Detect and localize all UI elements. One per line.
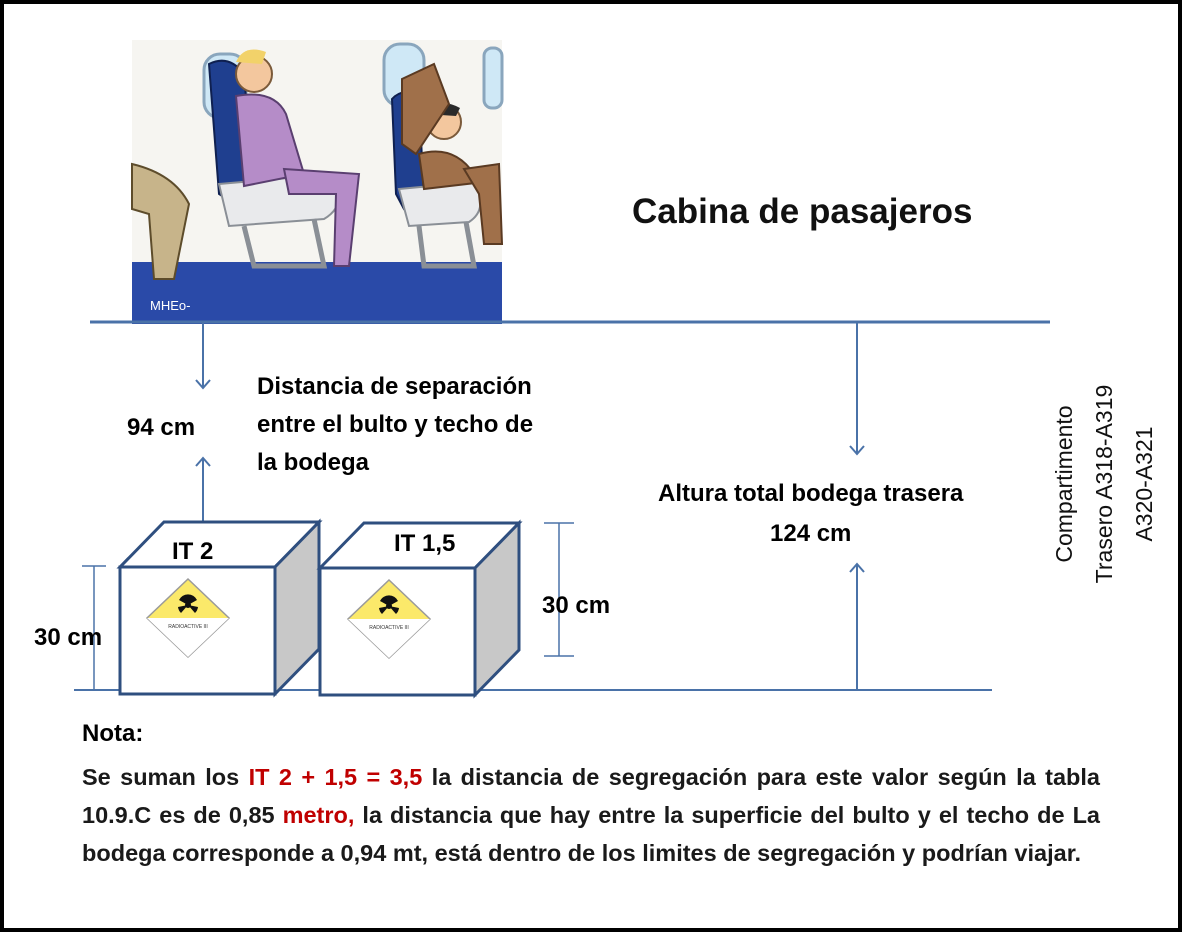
note-highlight: metro, — [282, 802, 355, 828]
passenger-body — [234, 93, 306, 188]
distance-label-line: la bodega — [257, 449, 370, 476]
distance-label-line: Distancia de separación — [257, 373, 532, 400]
compartment-line: A320-A321 — [1131, 426, 1157, 542]
seat-legs — [241, 218, 328, 269]
passenger-legs — [462, 162, 504, 245]
placard-text: RADIOACTIVE III — [168, 624, 207, 630]
compartment-text: Compartimento Trasero A318-A319 A320-A32… — [1044, 344, 1174, 624]
note-highlight: IT 2 + 1,5 = 3,5 — [248, 764, 423, 790]
package-it15: RADIOACTIVE III — [316, 519, 523, 699]
distance-arrows — [195, 322, 211, 528]
seat-legs — [416, 221, 477, 269]
total-height-value: 124 cm — [770, 520, 852, 547]
total-height-arrows — [849, 322, 865, 690]
package-label-it15: IT 1,5 — [394, 530, 456, 557]
distance-label: Distancia de separación entre el bulto y… — [257, 368, 533, 482]
total-height-label: Altura total bodega trasera 124 cm — [658, 474, 963, 554]
passenger-legs — [282, 167, 361, 267]
height-marker-right — [544, 522, 574, 657]
compartment-line: Trasero A318-A319 — [1091, 384, 1117, 584]
package-height-right: 30 cm — [542, 592, 611, 619]
passenger-hair — [236, 49, 266, 64]
note-text: la distancia que hay entre la superficie… — [82, 802, 1100, 866]
package-label-it2: IT 2 — [172, 538, 214, 565]
seat-cushion — [397, 180, 482, 228]
distance-value: 94 cm — [127, 414, 196, 441]
note-text: Se suman los — [82, 764, 249, 790]
cartoon-signature: MHEo- — [150, 298, 190, 313]
radioactive-placard-icon: RADIOACTIVE III — [145, 577, 231, 659]
radioactive-placard-icon: RADIOACTIVE III — [346, 578, 432, 660]
compartment-label: Compartimento Trasero A318-A319 A320-A32… — [1044, 344, 1174, 624]
window-icon — [482, 46, 504, 110]
package-it2: RADIOACTIVE III — [116, 518, 323, 698]
total-height-text: Altura total bodega trasera — [658, 480, 964, 507]
cabin-title: Cabina de pasajeros — [632, 192, 973, 231]
note-text: la distancia de segregación para este va… — [82, 764, 1101, 828]
compartment-line: Compartimento — [1051, 405, 1077, 563]
note-body: Se suman los IT 2 + 1,5 = 3,5 la distanc… — [82, 758, 1100, 872]
cabin-floor — [132, 262, 502, 324]
package-height-left: 30 cm — [34, 624, 103, 651]
diagram-graphics: MHEo- — [74, 40, 1050, 699]
distance-label-line: entre el bulto y techo de — [257, 411, 534, 438]
cartoon-illustration: MHEo- — [131, 40, 504, 324]
passenger-arm — [401, 62, 451, 156]
passenger-legs — [131, 162, 191, 280]
height-marker-left — [82, 565, 106, 690]
placard-text: RADIOACTIVE III — [369, 625, 408, 631]
note-heading: Nota: — [82, 720, 144, 747]
